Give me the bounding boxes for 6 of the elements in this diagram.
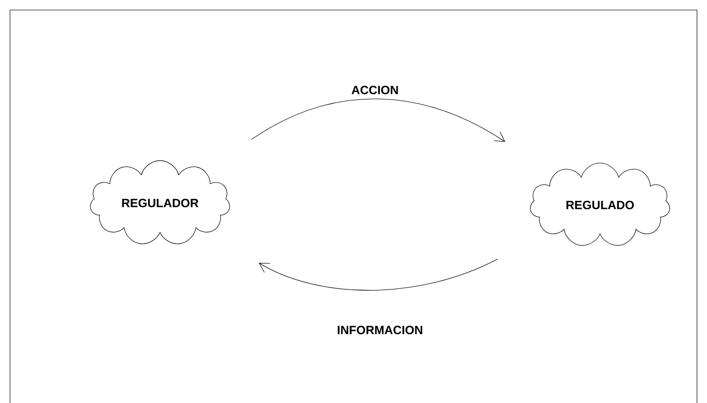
cloud: REGULADOR [90, 160, 230, 244]
edge-label: ACCION [352, 86, 398, 94]
arrow [258, 258, 498, 291]
edge-label: INFORMACION [338, 326, 422, 334]
arrow [251, 98, 506, 142]
cloud: REGULADO [530, 162, 670, 246]
